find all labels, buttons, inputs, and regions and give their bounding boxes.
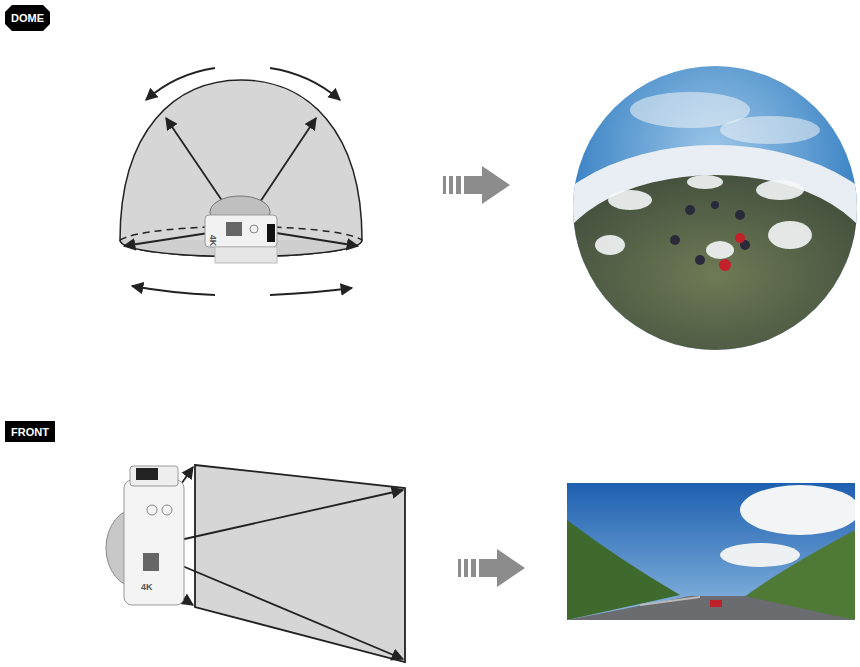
camera-marking: 4K (141, 583, 153, 592)
mode-badge: DOME (5, 5, 50, 31)
camera-marking: 4K (208, 235, 217, 247)
mode-badge: FRONT (5, 421, 55, 442)
badge-text: DOME (11, 12, 44, 24)
badge-text: FRONT (11, 426, 49, 438)
